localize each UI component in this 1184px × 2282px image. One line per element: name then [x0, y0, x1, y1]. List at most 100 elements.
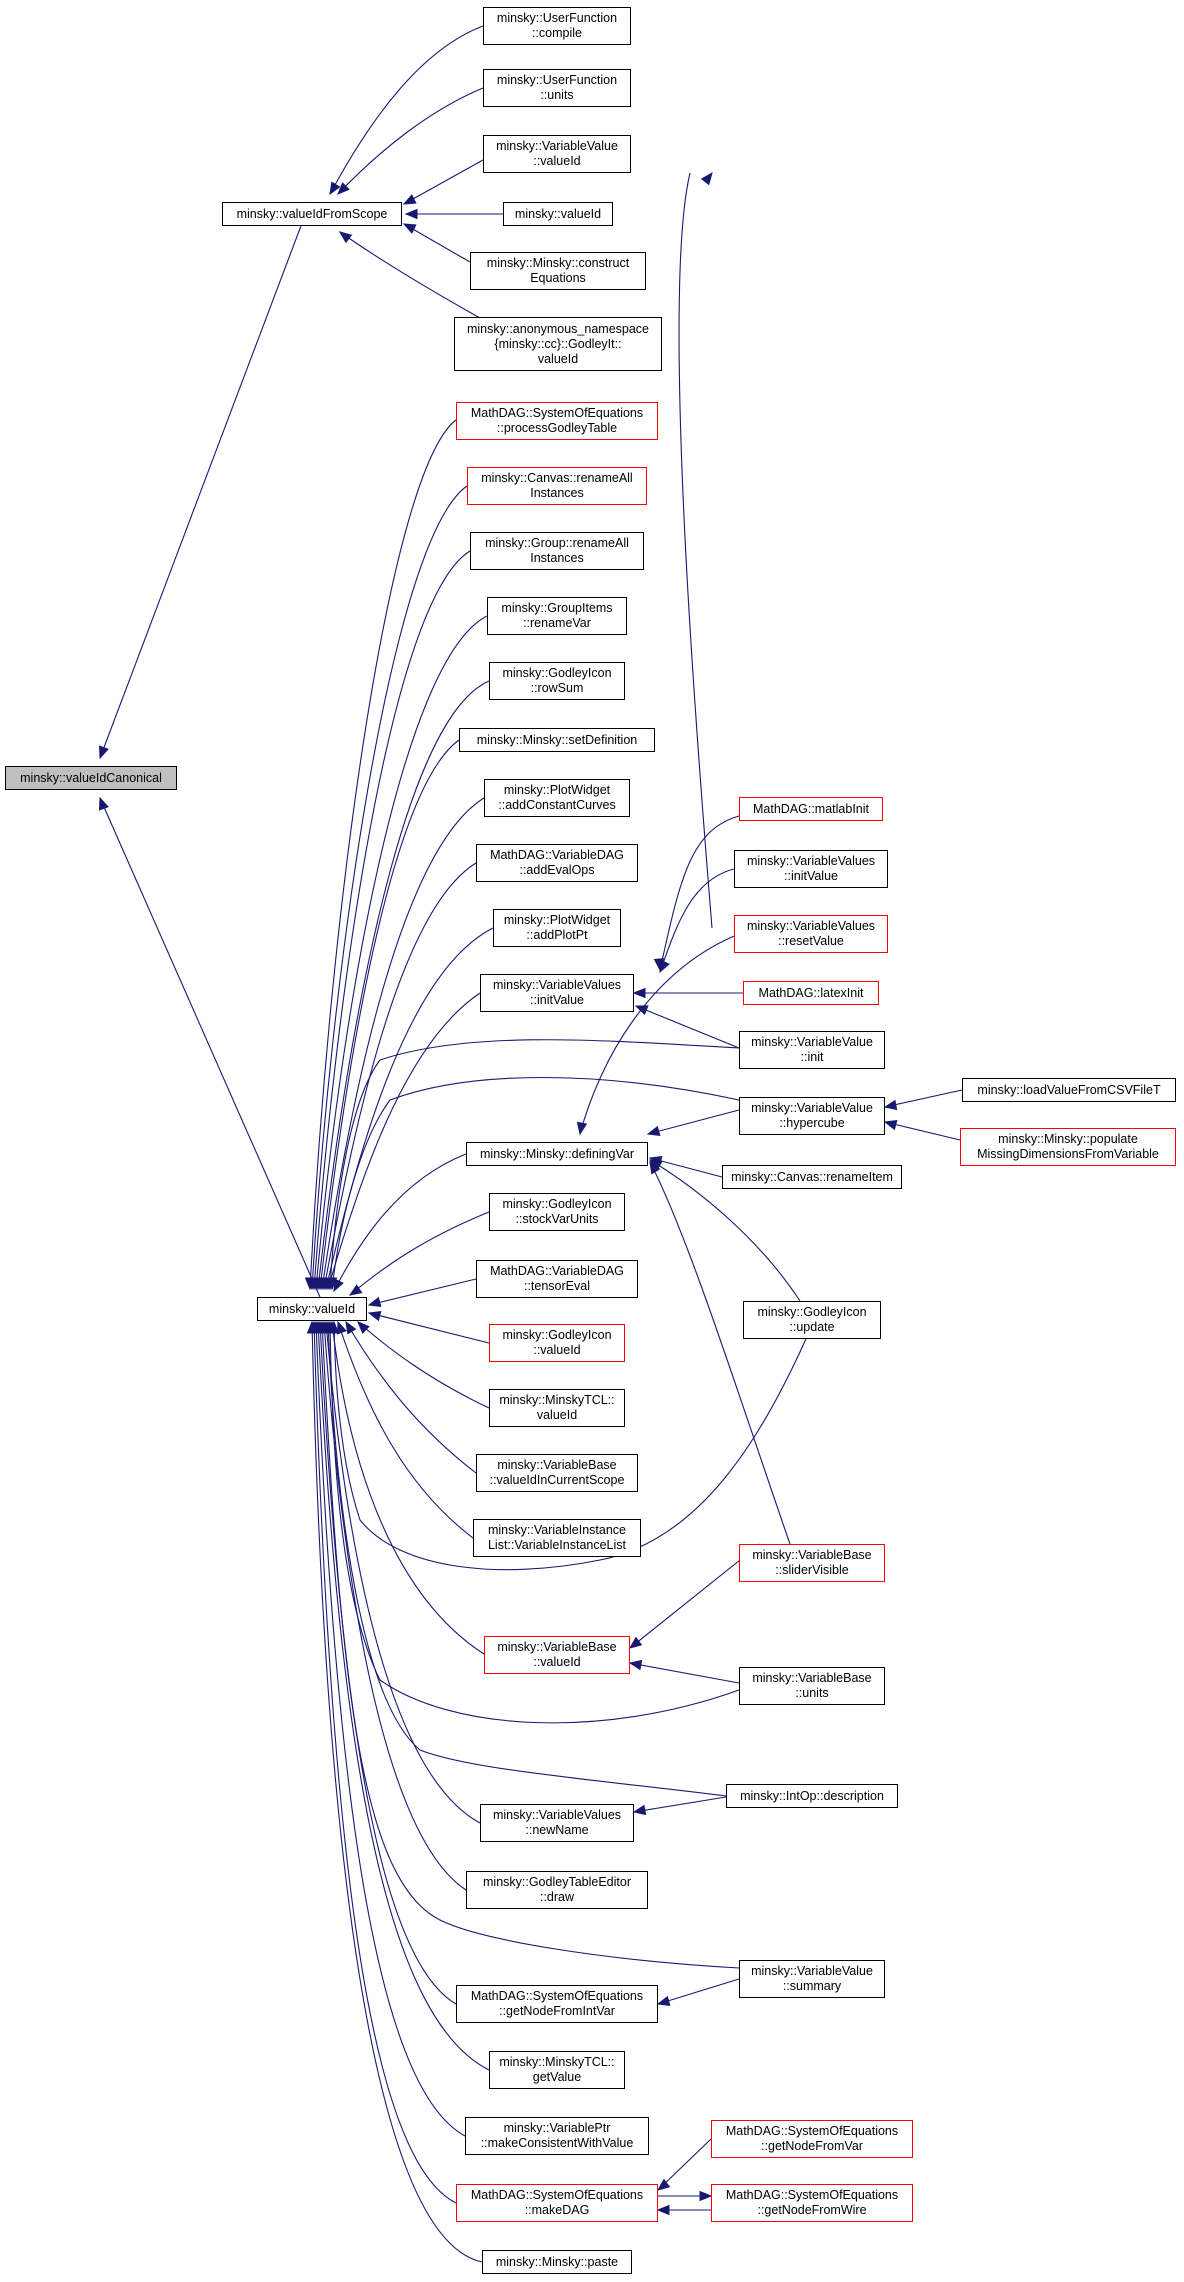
node-label: ::addEvalOps	[519, 863, 595, 877]
call-edge	[403, 159, 484, 205]
call-edge	[329, 25, 484, 195]
node-godley-icon-value-id[interactable]: minsky::GodleyIcon::valueId	[489, 1324, 625, 1362]
node-label: minsky::Minsky::setDefinition	[476, 732, 638, 747]
node-label: minsky::PlotWidget	[503, 913, 611, 927]
node-variable-value-init[interactable]: minsky::VariableValue::init	[739, 1031, 885, 1069]
node-plot-widget-add-plot-pt[interactable]: minsky::PlotWidget::addPlotPt	[493, 909, 621, 947]
node-int-op-description[interactable]: minsky::IntOp::description	[726, 1784, 898, 1808]
node-minsky-set-definition[interactable]: minsky::Minsky::setDefinition	[459, 728, 655, 752]
node-godley-icon-stock-var-units[interactable]: minsky::GodleyIcon::stockVarUnits	[489, 1193, 625, 1231]
node-variable-base-slider-visible[interactable]: minsky::VariableBase::sliderVisible	[739, 1544, 885, 1582]
node-label: minsky::VariableValue	[751, 1101, 873, 1115]
node-group-items-rename-var[interactable]: minsky::GroupItems::renameVar	[487, 597, 627, 635]
node-label: ::hypercube	[779, 1116, 845, 1130]
node-variable-base-units[interactable]: minsky::VariableBase::units	[739, 1667, 885, 1705]
node-variable-values-init-value-right[interactable]: minsky::VariableValues::initValue	[734, 850, 888, 888]
call-edge	[329, 1039, 740, 1290]
node-minsky-paste[interactable]: minsky::Minsky::paste	[482, 2250, 632, 2274]
arrowhead	[348, 1284, 363, 1296]
node-label: Instances	[530, 551, 584, 565]
node-label: minsky::anonymous_namespace	[466, 321, 650, 336]
call-edge	[678, 172, 713, 929]
arrowhead	[628, 1659, 643, 1671]
node-value-id-from-scope[interactable]: minsky::valueIdFromScope	[222, 202, 402, 226]
arrowhead	[656, 2178, 671, 2191]
node-soe-make-dag[interactable]: MathDAG::SystemOfEquations::makeDAG	[456, 2184, 658, 2222]
arrowhead	[337, 182, 350, 195]
node-variable-values-init-value[interactable]: minsky::VariableValues::initValue	[480, 974, 634, 1012]
node-label: MathDAG::VariableDAG	[490, 1264, 624, 1278]
node-label: MathDAG::SystemOfEquations	[470, 2188, 644, 2202]
node-matlab-init[interactable]: MathDAG::matlabInit	[739, 797, 883, 821]
node-value-id-small[interactable]: minsky::valueId	[503, 202, 613, 226]
node-label: minsky::PlotWidget	[503, 783, 611, 797]
call-edge	[325, 927, 494, 1290]
call-edge	[319, 739, 460, 1290]
node-soe-get-node-from-var[interactable]: MathDAG::SystemOfEquations::getNodeFromV…	[711, 2120, 913, 2158]
node-label: minsky::GodleyIcon	[502, 1197, 612, 1211]
node-variable-value-value-id[interactable]: minsky::VariableValue::valueId	[483, 135, 631, 173]
node-label: getValue	[532, 2070, 582, 2084]
call-edge	[647, 1109, 740, 1135]
node-process-godley-table[interactable]: MathDAG::SystemOfEquations::processGodle…	[456, 402, 658, 440]
node-value-id[interactable]: minsky::valueId	[257, 1297, 367, 1321]
arrowhead	[634, 1005, 649, 1016]
node-minsky-tcl-get-value[interactable]: minsky::MinskyTCL::getValue	[489, 2051, 625, 2089]
node-label: minsky::loadValueFromCSVFileT	[977, 1082, 1161, 1097]
node-soe-get-node-from-wire[interactable]: MathDAG::SystemOfEquations::getNodeFromW…	[711, 2184, 913, 2222]
node-variable-dag-tensor-eval[interactable]: MathDAG::VariableDAG::tensorEval	[476, 1260, 638, 1298]
node-label: MathDAG::SystemOfEquations	[725, 2188, 899, 2202]
node-label: ::units	[795, 1686, 829, 1700]
node-label: Instances	[530, 486, 584, 500]
node-label: ::getNodeFromWire	[757, 2203, 867, 2217]
node-label: ::draw	[539, 1890, 575, 1904]
node-label: ::newName	[525, 1823, 589, 1837]
node-variable-values-reset-value[interactable]: minsky::VariableValues::resetValue	[734, 915, 888, 953]
node-godley-icon-row-sum[interactable]: minsky::GodleyIcon::rowSum	[489, 662, 625, 700]
node-variable-ptr-make-consistent[interactable]: minsky::VariablePtr::makeConsistentWithV…	[465, 2117, 649, 2155]
node-label: valueId	[536, 1408, 578, 1422]
node-variable-value-summary[interactable]: minsky::VariableValue::summary	[739, 1960, 885, 1998]
node-latex-init[interactable]: MathDAG::latexInit	[743, 981, 879, 1005]
arrowhead	[404, 208, 418, 220]
node-anonymous-godley-it-value-id[interactable]: minsky::anonymous_namespace{minsky::cc}:…	[454, 317, 662, 371]
node-label: ::sliderVisible	[775, 1563, 849, 1577]
call-edge	[635, 1005, 740, 1049]
node-load-value-from-csv-file[interactable]: minsky::loadValueFromCSVFileT	[962, 1078, 1176, 1102]
node-minsky-defining-var[interactable]: minsky::Minsky::definingVar	[466, 1142, 648, 1166]
node-variable-base-value-id[interactable]: minsky::VariableBase::valueId	[484, 1636, 630, 1674]
call-edge	[311, 1321, 483, 2263]
node-minsky-tcl-value-id[interactable]: minsky::MinskyTCL::valueId	[489, 1389, 625, 1427]
arrowhead	[306, 1320, 318, 1334]
node-variable-values-new-name[interactable]: minsky::VariableValues::newName	[480, 1804, 634, 1842]
node-soe-get-node-from-int-var[interactable]: MathDAG::SystemOfEquations::getNodeFromI…	[456, 1985, 658, 2023]
node-label: minsky::VariableInstance	[487, 1523, 627, 1537]
node-variable-dag-add-eval-ops[interactable]: MathDAG::VariableDAG::addEvalOps	[476, 844, 638, 882]
arrowhead	[337, 1320, 347, 1335]
node-label: ::init	[800, 1050, 824, 1064]
node-label: ::resetValue	[778, 934, 844, 948]
node-label: ::valueId	[533, 1655, 581, 1669]
arrowhead	[333, 1278, 344, 1293]
node-godley-table-editor-draw[interactable]: minsky::GodleyTableEditor::draw	[466, 1871, 648, 1909]
call-edge	[339, 231, 481, 319]
node-variable-base-value-id-in-current-scope[interactable]: minsky::VariableBase::valueIdInCurrentSc…	[476, 1454, 638, 1492]
node-label: ::stockVarUnits	[515, 1212, 599, 1226]
node-variable-value-hypercube[interactable]: minsky::VariableValue::hypercube	[739, 1097, 885, 1135]
arrowhead	[367, 1310, 382, 1322]
node-label: minsky::VariableValue	[751, 1964, 873, 1978]
node-canvas-rename-item[interactable]: minsky::Canvas::renameItem	[722, 1165, 902, 1189]
node-plot-widget-add-constant-curves[interactable]: minsky::PlotWidget::addConstantCurves	[484, 779, 630, 817]
node-label: minsky::GroupItems	[501, 601, 613, 615]
node-label: List::VariableInstanceList	[487, 1538, 627, 1552]
node-user-function-compile[interactable]: minsky::UserFunction::compile	[483, 7, 631, 45]
node-user-function-units[interactable]: minsky::UserFunction::units	[483, 69, 631, 107]
call-edge	[321, 797, 485, 1290]
node-godley-icon-update[interactable]: minsky::GodleyIcon::update	[743, 1301, 881, 1339]
node-value-id-canonical[interactable]: minsky::valueIdCanonical	[5, 766, 177, 790]
